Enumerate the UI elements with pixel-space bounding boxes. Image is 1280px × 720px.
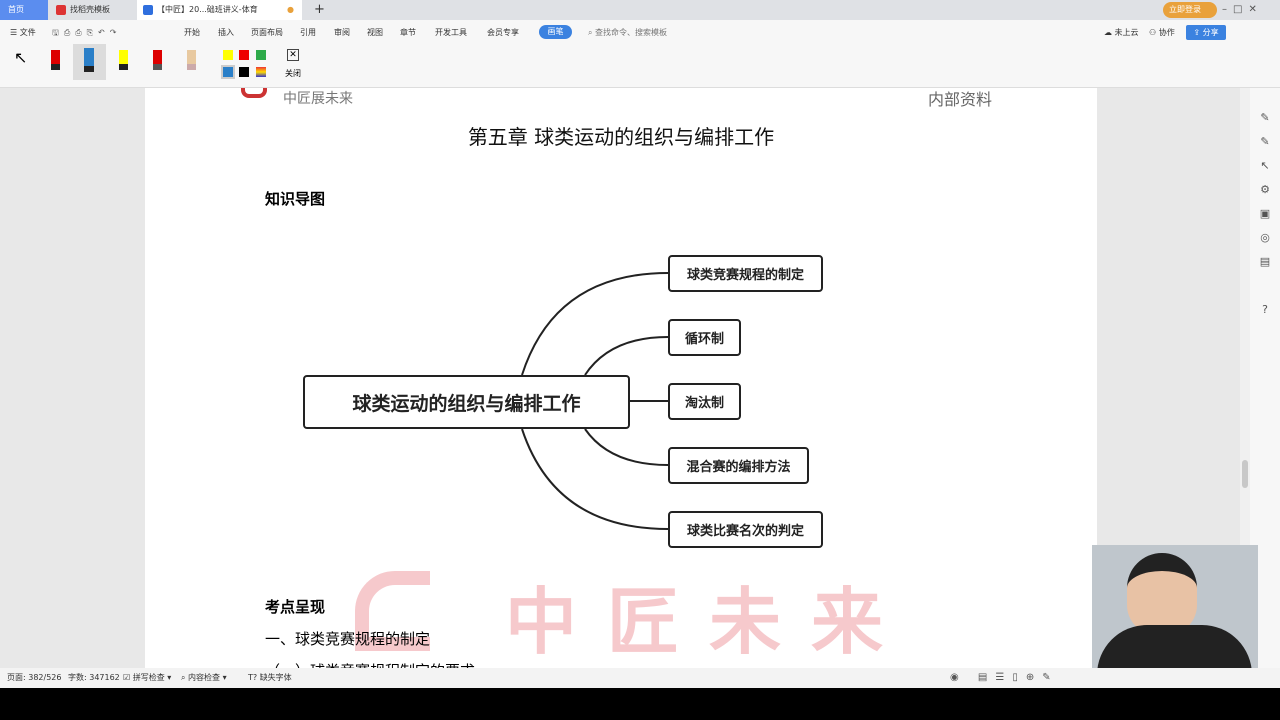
share-label: 分享 [1202, 28, 1219, 37]
vertical-scrollbar[interactable] [1240, 88, 1250, 668]
tab-templates[interactable]: 找稻壳模板 [50, 0, 135, 20]
word-count[interactable]: 字数: 347162 [68, 673, 120, 682]
logo-icon [241, 88, 267, 98]
item-1: 一、球类竞赛规程的制定 [265, 630, 431, 648]
spell-check[interactable]: ☑ 拼写检查 ▾ [123, 673, 172, 682]
heading-2: 考点呈现 [265, 598, 326, 616]
highlighter-icon[interactable] [119, 50, 128, 70]
connector-5 [521, 428, 669, 530]
login-button[interactable]: 立即登录 [1163, 2, 1217, 18]
color-more[interactable] [256, 67, 266, 77]
scrollbar-thumb[interactable] [1242, 460, 1248, 488]
color-blue[interactable] [221, 65, 235, 79]
connector-1 [521, 272, 669, 376]
menu-devtools[interactable]: 开发工具 [435, 28, 467, 37]
menu-insert[interactable]: 插入 [218, 28, 234, 37]
eraser-icon[interactable] [187, 50, 196, 70]
tab-document[interactable]: 【中匠】20...础班讲义-体育 ● [137, 0, 302, 20]
docer-icon [56, 5, 66, 15]
red-marker-icon[interactable] [51, 50, 60, 70]
page-count[interactable]: 页面: 382/526 [7, 673, 62, 682]
close-icon[interactable]: ✕ [287, 49, 299, 61]
pointer-icon[interactable]: ↖ [14, 48, 28, 67]
mindmap-branch: 淘汰制 [668, 383, 741, 420]
blue-pen-icon [84, 48, 94, 72]
menu-view[interactable]: 视图 [367, 28, 383, 37]
new-tab-button[interactable]: + [314, 2, 325, 17]
red-pen-icon[interactable] [153, 50, 162, 70]
document-page: 中匠展未来 内部资料 第五章 球类运动的组织与编排工作 知识导图 球类运动的组织… [145, 88, 1097, 668]
view-mode-icons[interactable]: ◉ ▤☰▯⊕✎ [950, 672, 1059, 683]
search-input[interactable]: ⌕ 查找命令、搜索模板 [588, 28, 668, 37]
menu-layout[interactable]: 页面布局 [251, 28, 283, 37]
menu-review[interactable]: 审阅 [334, 28, 350, 37]
color-green[interactable] [256, 50, 266, 60]
watermark-text: 中匠未来 [505, 580, 914, 664]
mindmap-branch: 球类比赛名次的判定 [668, 511, 823, 548]
quick-access-icons[interactable]: 🖫⎙⎙⎘↶↷ [52, 28, 122, 37]
color-black[interactable] [239, 67, 249, 77]
menu-member[interactable]: 会员专享 [487, 28, 519, 37]
connector-2 [584, 336, 669, 376]
cloud-label: 未上云 [1114, 28, 1139, 37]
pen-toolbar: ↖ ✕ 关闭 [0, 44, 1280, 88]
mindmap-branch: 球类竞赛规程的制定 [668, 255, 823, 292]
section-heading: 知识导图 [265, 190, 326, 208]
tab-home[interactable]: 首页 [0, 0, 48, 20]
webcam-overlay [1092, 545, 1258, 680]
tab-label: 找稻壳模板 [70, 5, 110, 14]
logo-text: 中匠展未来 [283, 91, 353, 107]
window-controls[interactable]: –□✕ [1222, 4, 1263, 15]
unsaved-dot-icon: ● [287, 5, 294, 14]
mindmap-branch: 循环制 [668, 319, 741, 356]
presenter-head [1127, 553, 1197, 635]
close-label[interactable]: 关闭 [285, 69, 301, 78]
wps-writer-icon [143, 5, 153, 15]
blue-pen-selected[interactable] [73, 44, 106, 80]
missing-fonts[interactable]: T? 缺失字体 [248, 673, 292, 682]
color-red[interactable] [239, 50, 249, 60]
connector-4 [584, 428, 669, 466]
cloud-button[interactable]: ☁ 未上云 [1104, 28, 1139, 37]
tab-label: 【中匠】20...础班讲义-体育 [157, 5, 258, 14]
share-button[interactable]: ⇪ 分享 [1186, 25, 1226, 40]
status-bar: 页面: 382/526 字数: 347162 ☑ 拼写检查 ▾ ⌕ 内容检查 ▾… [0, 668, 1280, 688]
mindmap-center: 球类运动的组织与编排工作 [303, 375, 630, 429]
content-check[interactable]: ⌕ 内容检查 ▾ [181, 673, 227, 682]
internal-label: 内部资料 [928, 90, 993, 109]
file-label: 文件 [19, 28, 36, 37]
menu-chapter[interactable]: 章节 [400, 28, 416, 37]
content-label: 内容检查 [188, 673, 221, 682]
chapter-title: 第五章 球类运动的组织与编排工作 [467, 125, 775, 149]
menu-bar: ☰ 文件 🖫⎙⎙⎘↶↷ 开始 插入 页面布局 引用 审阅 视图 章节 开发工具 … [0, 20, 1280, 44]
collab-label: 协作 [1158, 28, 1175, 37]
menu-start[interactable]: 开始 [184, 28, 200, 37]
color-yellow[interactable] [223, 50, 233, 60]
spell-label: 拼写检查 [132, 673, 165, 682]
search-placeholder: 查找命令、搜索模板 [595, 28, 668, 37]
font-label: 缺失字体 [259, 673, 292, 682]
mindmap-connectors [521, 272, 669, 530]
tab-bar: 首页 找稻壳模板 【中匠】20...础班讲义-体育 ● + 立即登录 –□✕ [0, 0, 1280, 20]
menu-file[interactable]: ☰ 文件 [10, 28, 36, 37]
collab-button[interactable]: ⚇ 协作 [1149, 28, 1175, 37]
mindmap-branch: 混合赛的编排方法 [668, 447, 809, 484]
menu-pen[interactable]: 画笔 [539, 25, 572, 39]
menu-references[interactable]: 引用 [300, 28, 316, 37]
item-2: （一）球类竞赛规程制定的要求 [265, 660, 475, 668]
